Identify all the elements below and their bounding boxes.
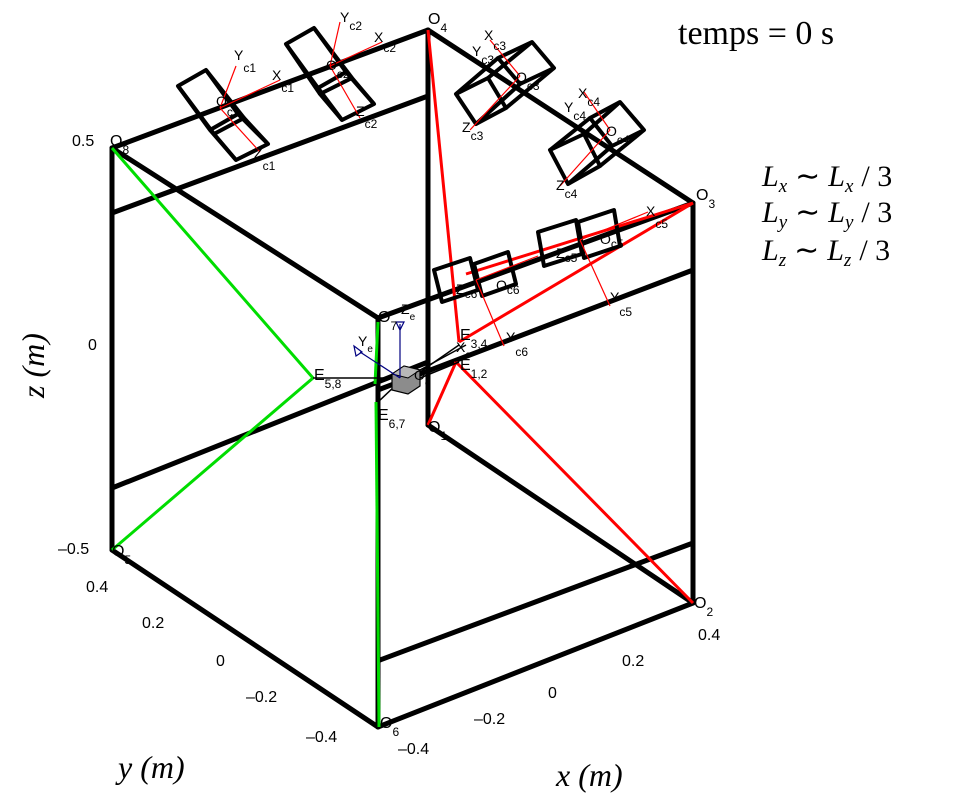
y-tick: 0.4	[86, 579, 108, 596]
cam-c2-o: Oc2	[326, 57, 350, 81]
cam-c6-o: Oc6	[496, 277, 520, 297]
cam-c3-z: Zc3	[462, 119, 484, 143]
cam-c2-x: Xc2	[374, 29, 396, 55]
cam-c3-o: Oc3	[516, 69, 540, 93]
anchor-o7: O7	[378, 309, 397, 333]
effector-e12: E1,2	[460, 357, 488, 381]
x-axis-label: x (m)	[555, 757, 623, 793]
cam-c1-o: Oc1	[216, 93, 240, 119]
anchor-o8: O8	[110, 133, 129, 157]
cam-c6-y: Yc6	[506, 329, 528, 359]
scale-lx-symbol: L	[761, 160, 779, 193]
y-tick: –0.4	[306, 729, 337, 746]
x-tick: 0	[548, 685, 557, 702]
cam-c5-x: Xc5	[646, 203, 668, 231]
cam-c1-x: Xc1	[272, 67, 294, 95]
cam-c5-o: Oc5	[600, 231, 624, 251]
cables-green	[110, 147, 381, 728]
camera-c2	[284, 21, 383, 122]
x-tick: –0.4	[398, 741, 429, 758]
anchor-o5: O5	[112, 543, 131, 567]
scale-lz-symbol: L	[761, 234, 779, 267]
cam-c4-y: Yc4	[564, 99, 586, 123]
effector-e67: E6,7	[378, 407, 406, 431]
cam-c5-z: Zc5	[556, 245, 578, 265]
cam-c6-z: Zc6	[456, 281, 478, 301]
effector-frame-x: Xe	[456, 339, 471, 361]
scale-lz-sub-2: z	[843, 250, 852, 271]
camera-c4	[548, 91, 646, 187]
anchor-o3: O3	[696, 187, 715, 211]
cam-c4-x: Xc4	[578, 85, 600, 109]
x-tick: –0.2	[474, 711, 505, 728]
scale-lz-sub: z	[778, 250, 787, 271]
anchor-labels: O1 O2 O3 O4 O5 O6 O7 O8	[110, 11, 715, 739]
camera-c5	[536, 208, 649, 307]
time-label: temps = 0 s	[678, 15, 834, 52]
x-tick: 0.4	[698, 627, 720, 644]
y-tick: –0.2	[246, 689, 277, 706]
effector-frame-z: Ze	[401, 301, 416, 323]
camera-labels: Yc1 Xc1 Oc1 Zc1 Yc2 Xc2 Oc2 Zc2 Xc3 Yc3 …	[216, 9, 668, 359]
scale-op-3: ∼	[794, 234, 819, 267]
svg-text:Lx∼Lx/ 3: Lx∼Lx/ 3	[761, 160, 892, 197]
anchor-o2: O2	[694, 595, 713, 619]
scale-lx-sub-2: x	[844, 176, 854, 197]
cam-c5-y: Yc5	[610, 289, 632, 319]
z-axis-label: z (m)	[15, 333, 51, 399]
scale-lx-sub: x	[778, 176, 788, 197]
scale-op: ∼	[795, 160, 820, 193]
camera-c1	[176, 65, 281, 162]
z-tick: 0	[88, 337, 97, 354]
cam-c3-y: Yc3	[472, 43, 494, 67]
cam-c3-x: Xc3	[484, 27, 506, 53]
anchor-o6: O6	[380, 715, 399, 739]
scale-ly-symbol: L	[761, 196, 779, 229]
cam-c1-y: Yc1	[234, 47, 256, 75]
y-tick: 0	[216, 653, 225, 670]
y-axis-label: y (m)	[115, 749, 185, 785]
scale-ly-sub-2: y	[843, 212, 854, 233]
effector-frame-y: Ye	[358, 333, 373, 355]
cam-c4-z: Zc4	[556, 177, 578, 201]
scale-lx-symbol-2: L	[827, 160, 845, 193]
scale-ly-symbol-2: L	[827, 196, 845, 229]
x-tick: 0.2	[622, 653, 644, 670]
anchor-o4: O4	[428, 11, 447, 35]
scale-legend: Lx∼Lx/ 3 Ly∼Ly/ 3 Lz∼Lz/ 3	[761, 160, 892, 271]
camera-c3	[454, 39, 556, 131]
scale-div-2: / 3	[861, 196, 892, 229]
cam-c1-z: Zc1	[254, 145, 276, 173]
svg-text:Ly∼Ly/ 3: Ly∼Ly/ 3	[761, 196, 892, 233]
scale-ly-sub: y	[777, 212, 788, 233]
camera-c6	[432, 250, 539, 347]
effector-e58: E5,8	[314, 367, 342, 391]
y-tick: 0.2	[142, 615, 164, 632]
cam-c4-o: Oc4	[606, 123, 630, 147]
cam-c2-y: Yc2	[340, 9, 362, 33]
z-tick: 0.5	[72, 133, 94, 150]
scale-div-3: / 3	[859, 234, 890, 267]
scale-op-2: ∼	[795, 196, 820, 229]
svg-text:Lz∼Lz/ 3: Lz∼Lz/ 3	[761, 234, 890, 271]
z-tick: –0.5	[58, 541, 89, 558]
cam-c2-z: Zc2	[356, 103, 378, 131]
scale-lz-symbol-2: L	[826, 234, 844, 267]
anchor-o1: O1	[428, 419, 447, 443]
effector-e34: E3,4	[460, 327, 488, 351]
effector-frame-o: Oe	[414, 367, 431, 389]
end-effector	[313, 321, 467, 403]
scale-div: / 3	[861, 160, 892, 193]
